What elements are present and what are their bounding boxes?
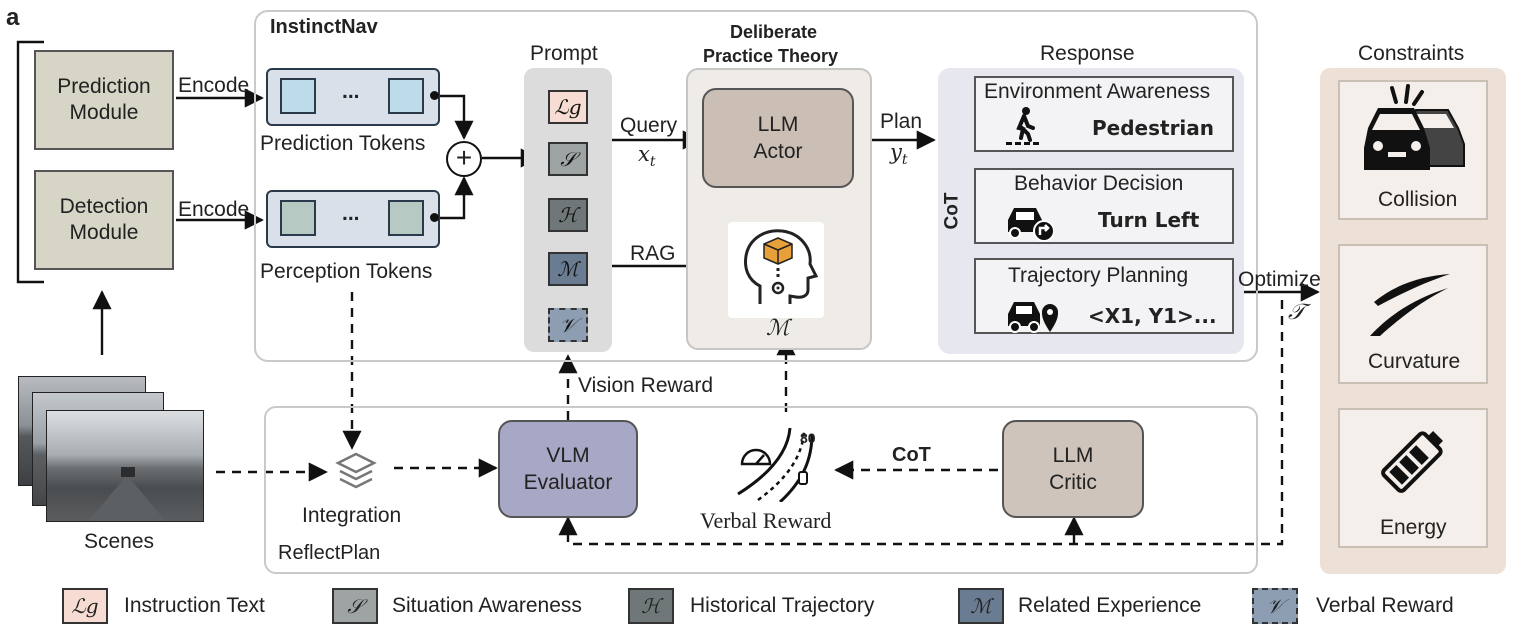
curvature-icon xyxy=(1370,274,1450,336)
prediction-tokens-ellipsis: ... xyxy=(342,80,360,103)
speed-value: 80 xyxy=(800,430,816,446)
plan-variable: yt xyxy=(890,140,908,168)
response-title: Response xyxy=(1040,42,1135,65)
legend-situation-symbol: 𝒮 xyxy=(332,588,378,624)
prompt-situation-symbol: 𝒮 xyxy=(548,142,588,176)
prediction-module-label: Prediction Module xyxy=(57,75,151,124)
perception-tokens-dot xyxy=(430,213,439,222)
prompt-instruction-symbol: ℒg xyxy=(548,90,588,124)
llm-critic: LLM Critic xyxy=(1002,420,1144,518)
instinctnav-panel xyxy=(254,10,1258,362)
energy-label: Energy xyxy=(1380,516,1447,539)
vlm-evaluator-line1: VLM xyxy=(546,444,590,467)
legend-experience-label: Related Experience xyxy=(1018,594,1202,617)
scene-image-front xyxy=(46,410,204,522)
llm-actor-line1: LLM xyxy=(757,113,799,136)
query-var: x xyxy=(638,142,650,166)
query-variable: xt xyxy=(638,142,655,170)
detection-module-label: Detection Module xyxy=(59,195,149,244)
query-sub: t xyxy=(649,154,656,171)
prompt-verbal-symbol: 𝒱 xyxy=(548,308,588,342)
prediction-tokens-label: Prediction Tokens xyxy=(260,132,426,155)
vlm-evaluator-line2: Evaluator xyxy=(523,471,613,494)
pedestrian-icon xyxy=(1006,107,1039,145)
trajectory-planning-value: <X1, Y1>... xyxy=(1088,304,1217,328)
legend-experience-symbol: ℳ xyxy=(958,588,1004,624)
curvature-card xyxy=(1338,244,1488,384)
battery-icon xyxy=(1381,431,1443,493)
prompt-title: Prompt xyxy=(530,42,598,65)
prediction-tokens-dot xyxy=(430,91,439,100)
plan-sub: t xyxy=(901,152,908,169)
vision-reward-label: Vision Reward xyxy=(578,374,714,397)
env-awareness-label: Environment Awareness xyxy=(984,80,1211,103)
env-awareness-box xyxy=(974,76,1234,152)
memory-symbol: ℳ xyxy=(766,316,790,341)
instinctnav-title: InstinctNav xyxy=(270,16,378,38)
behavior-decision-value: Turn Left xyxy=(1098,208,1200,232)
panel-label: a xyxy=(6,4,20,31)
legend-instruction-symbol: ℒg xyxy=(62,588,108,624)
plus-symbol: + xyxy=(455,141,473,173)
prediction-token-last xyxy=(388,78,424,114)
prediction-token-first xyxy=(280,78,316,114)
scenes-label: Scenes xyxy=(84,530,155,553)
perception-token-first xyxy=(280,200,316,236)
legend-history-label: Historical Trajectory xyxy=(690,594,875,617)
llm-critic-line1: LLM xyxy=(1052,444,1094,467)
vlm-evaluator: VLM Evaluator xyxy=(498,420,638,518)
plan-label: Plan xyxy=(880,110,923,133)
legend-verbal-symbol: 𝒱 xyxy=(1252,588,1298,624)
plus-icon: + xyxy=(446,141,482,177)
verbal-reward-label: Verbal Reward xyxy=(700,508,832,533)
collision-label: Collision xyxy=(1378,188,1458,211)
legend-instruction-label: Instruction Text xyxy=(124,594,265,617)
curvature-label: Curvature xyxy=(1368,350,1461,373)
behavior-decision-label: Behavior Decision xyxy=(1014,172,1184,195)
trajectory-planning-label: Trajectory Planning xyxy=(1008,264,1189,287)
deliberate-title-line2: Practice Theory xyxy=(703,46,839,66)
memory-icon-frame xyxy=(728,222,824,318)
head-memory-icon xyxy=(744,229,818,304)
scene-road xyxy=(87,475,167,521)
car-turn-icon xyxy=(1008,208,1054,242)
detection-module: Detection Module xyxy=(34,170,174,270)
speed-road-icon xyxy=(737,427,814,502)
legend-history-symbol: ℋ xyxy=(628,588,674,624)
prompt-experience-symbol: ℳ xyxy=(548,252,588,286)
perception-tokens-ellipsis: ... xyxy=(342,202,360,225)
legend-situation-label: Situation Awareness xyxy=(392,594,582,617)
encode-label-bottom: Encode xyxy=(178,198,250,221)
query-label: Query xyxy=(620,114,678,137)
optimize-symbol: 𝒯 xyxy=(1288,300,1305,325)
response-cot-label: CoT xyxy=(941,192,963,230)
legend-verbal-label: Verbal Reward xyxy=(1316,594,1454,617)
integration-label: Integration xyxy=(302,504,402,527)
car-location-icon xyxy=(1008,302,1058,333)
reflectplan-panel xyxy=(264,406,1258,574)
llm-actor: LLM Actor xyxy=(702,88,854,188)
env-awareness-value: Pedestrian xyxy=(1092,116,1215,140)
perception-tokens-label: Perception Tokens xyxy=(260,260,433,283)
prompt-history-symbol: ℋ xyxy=(548,198,588,232)
llm-actor-line2: Actor xyxy=(753,140,803,163)
encode-label-top: Encode xyxy=(178,74,250,97)
optimize-label: Optimize xyxy=(1238,268,1321,291)
rag-label: RAG xyxy=(630,242,676,265)
constraints-title: Constraints xyxy=(1358,42,1465,65)
reflect-cot-label: CoT xyxy=(892,444,931,466)
perception-token-last xyxy=(388,200,424,236)
collision-icon xyxy=(1364,84,1465,170)
prediction-module: Prediction Module xyxy=(34,50,174,150)
integration-layers-icon xyxy=(335,452,377,489)
deliberate-title-line1: Deliberate xyxy=(730,22,818,42)
llm-critic-line2: Critic xyxy=(1049,471,1097,494)
plan-var: y xyxy=(890,140,902,164)
reflectplan-title: ReflectPlan xyxy=(278,542,381,564)
scene-vehicle xyxy=(121,467,135,477)
